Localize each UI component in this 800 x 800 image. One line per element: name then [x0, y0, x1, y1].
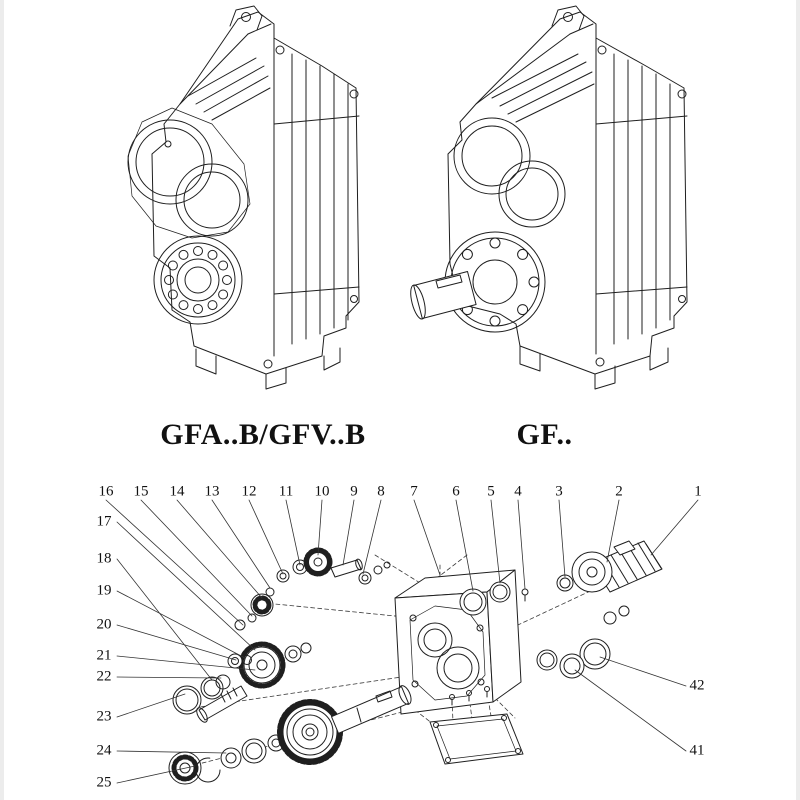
part-label-18: 18 — [96, 550, 112, 567]
shaft-keyway — [375, 690, 393, 703]
housing-outline — [151, 11, 360, 375]
part-label-24: 24 — [96, 742, 112, 759]
output-shaft — [410, 271, 477, 320]
part-label-25: 25 — [96, 774, 112, 791]
output-bearing — [153, 235, 243, 325]
exploded-parts-drawing — [105, 499, 699, 785]
part-label-13: 13 — [204, 483, 220, 500]
seal-rings — [459, 574, 630, 679]
feet — [195, 347, 341, 390]
part-label-3: 3 — [555, 483, 563, 500]
bore-circles — [127, 119, 249, 237]
part-label-7: 7 — [410, 483, 418, 500]
part-label-1: 1 — [694, 483, 702, 500]
motor-terminal-box — [613, 540, 636, 556]
part-label-4: 4 — [514, 483, 522, 500]
cooling-fins — [491, 53, 595, 123]
gearbox-drawing-gf — [410, 5, 688, 390]
motor — [571, 540, 663, 593]
model-label-gf: GF.. — [516, 418, 573, 451]
bearing-balls — [164, 246, 232, 314]
part-label-17: 17 — [96, 513, 112, 530]
side-ribs — [273, 53, 360, 345]
cooling-fins — [187, 57, 271, 121]
part-label-22: 22 — [96, 668, 112, 685]
page-edge-right — [796, 0, 800, 800]
upper-shaft-parts — [234, 547, 391, 631]
gear-housing — [394, 569, 522, 715]
part-label-11: 11 — [278, 483, 294, 500]
side-ribs — [595, 53, 688, 345]
lifting-eye-hole — [241, 12, 251, 22]
shaft-keyway — [435, 274, 463, 289]
part-label-8: 8 — [377, 483, 385, 500]
feet — [519, 345, 669, 390]
part-label-42: 42 — [689, 677, 705, 694]
page-edge-left — [0, 0, 4, 800]
eye-tab — [551, 5, 585, 31]
part-label-41: 41 — [689, 742, 705, 759]
part-label-6: 6 — [452, 483, 460, 500]
front-flange — [127, 107, 251, 239]
model-label-gfa-b: GFA..B/GFV..B — [160, 418, 366, 451]
gasket-plate — [429, 686, 524, 765]
part-label-21: 21 — [96, 647, 112, 664]
bolt-plugs — [164, 45, 359, 369]
gearbox-drawing-gfa-b — [127, 5, 360, 390]
intermediate-gear-parts — [227, 641, 312, 689]
part-label-16: 16 — [98, 483, 114, 500]
part-label-10: 10 — [314, 483, 330, 500]
part-label-20: 20 — [96, 616, 112, 633]
part-label-9: 9 — [350, 483, 358, 500]
leader-lines — [105, 499, 699, 784]
part-label-15: 15 — [133, 483, 149, 500]
part-label-23: 23 — [96, 708, 112, 725]
input-shaft-parts — [172, 674, 248, 723]
eye-tab — [229, 5, 263, 31]
part-label-12: 12 — [241, 483, 257, 500]
part-label-14: 14 — [169, 483, 185, 500]
output-shaft-parts — [168, 685, 412, 785]
part-label-2: 2 — [615, 483, 623, 500]
part-label-19: 19 — [96, 582, 112, 599]
lifting-eye-hole — [563, 12, 573, 22]
bolt-plugs — [595, 45, 687, 367]
part-label-5: 5 — [487, 483, 495, 500]
bore-circles — [453, 117, 566, 228]
